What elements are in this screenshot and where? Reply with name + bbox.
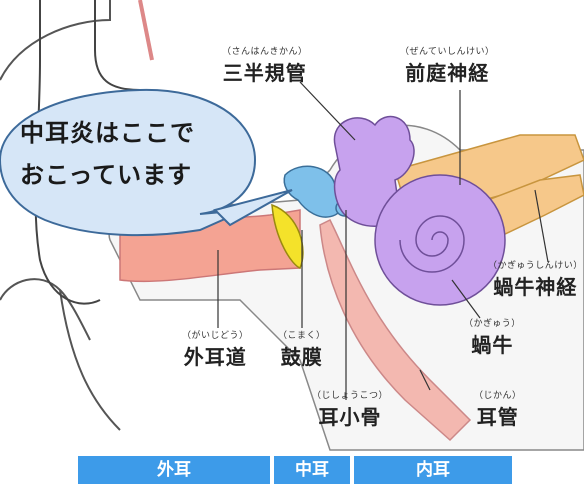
label-eardrum-text: 鼓膜: [280, 345, 323, 369]
label-ossicles-text: 耳小骨: [318, 405, 382, 429]
leader-lines: [217, 81, 549, 400]
callout-pointer: [213, 189, 293, 227]
section-tab-outer: 外耳: [78, 456, 270, 484]
label-cochlea-ruby: （かぎゅう）: [464, 319, 521, 329]
label-eardrum: （こまく） 鼓膜: [278, 328, 326, 370]
label-cochlear-nerve-text: 蝸牛神経: [493, 275, 578, 299]
label-eardrum-ruby: （こまく）: [278, 331, 326, 341]
label-eustachian-tube: （じかん） 耳管: [474, 388, 522, 430]
label-eustachian-tube-text: 耳管: [476, 405, 519, 429]
callout-text: 中耳炎はここで おこっています: [20, 112, 195, 196]
leader-semicircular: [299, 81, 356, 141]
label-cochlear-nerve: （かぎゅうしんけい） 蝸牛神経: [488, 258, 583, 300]
label-vestibular-nerve-ruby: （ぜんていしんけい）: [400, 47, 495, 57]
section-tab-middle: 中耳: [274, 456, 350, 484]
label-ear-canal-text: 外耳道: [183, 345, 247, 369]
callout-line-1: 中耳炎はここで: [20, 119, 195, 147]
callout-line-2: おこっています: [20, 161, 193, 189]
leader-tube: [419, 369, 431, 391]
leader-cochlear-nerve: [534, 189, 549, 263]
outer-ear-outline: [0, 0, 121, 431]
vessel-line: [138, 0, 154, 61]
label-vestibular-nerve: （ぜんていしんけい） 前庭神経: [400, 44, 495, 86]
cochlea-shape: [374, 174, 506, 306]
label-eustachian-tube-ruby: （じかん）: [474, 391, 522, 401]
leader-cochlea: [451, 279, 481, 319]
label-ear-canal-ruby: （がいじどう）: [182, 331, 249, 341]
callout-bubble: [0, 88, 257, 237]
label-semicircular-canals-ruby: （さんはんきかん）: [222, 47, 308, 57]
cochlea-spiral: [399, 215, 465, 273]
auricle-inner: [94, 0, 141, 91]
label-semicircular-canals-text: 三半規管: [222, 61, 307, 85]
ossicles-shape: [283, 165, 344, 218]
label-cochlea: （かぎゅう） 蝸牛: [464, 316, 521, 358]
label-cochlea-text: 蝸牛: [471, 333, 514, 357]
auricle-shape: [34, 0, 101, 305]
label-ossicles-ruby: （じしょうこつ）: [312, 391, 389, 401]
ear-anatomy-illustration: [0, 0, 584, 451]
eardrum-shape: [271, 203, 304, 269]
label-ear-canal: （がいじどう） 外耳道: [182, 328, 249, 370]
label-semicircular-canals: （さんはんきかん） 三半規管: [222, 44, 308, 86]
label-vestibular-nerve-text: 前庭神経: [405, 61, 490, 85]
section-tab-inner: 内耳: [354, 456, 512, 484]
label-cochlear-nerve-ruby: （かぎゅうしんけい）: [488, 261, 583, 271]
label-ossicles: （じしょうこつ） 耳小骨: [312, 388, 388, 430]
eustachian-tube-shape: [319, 218, 472, 442]
